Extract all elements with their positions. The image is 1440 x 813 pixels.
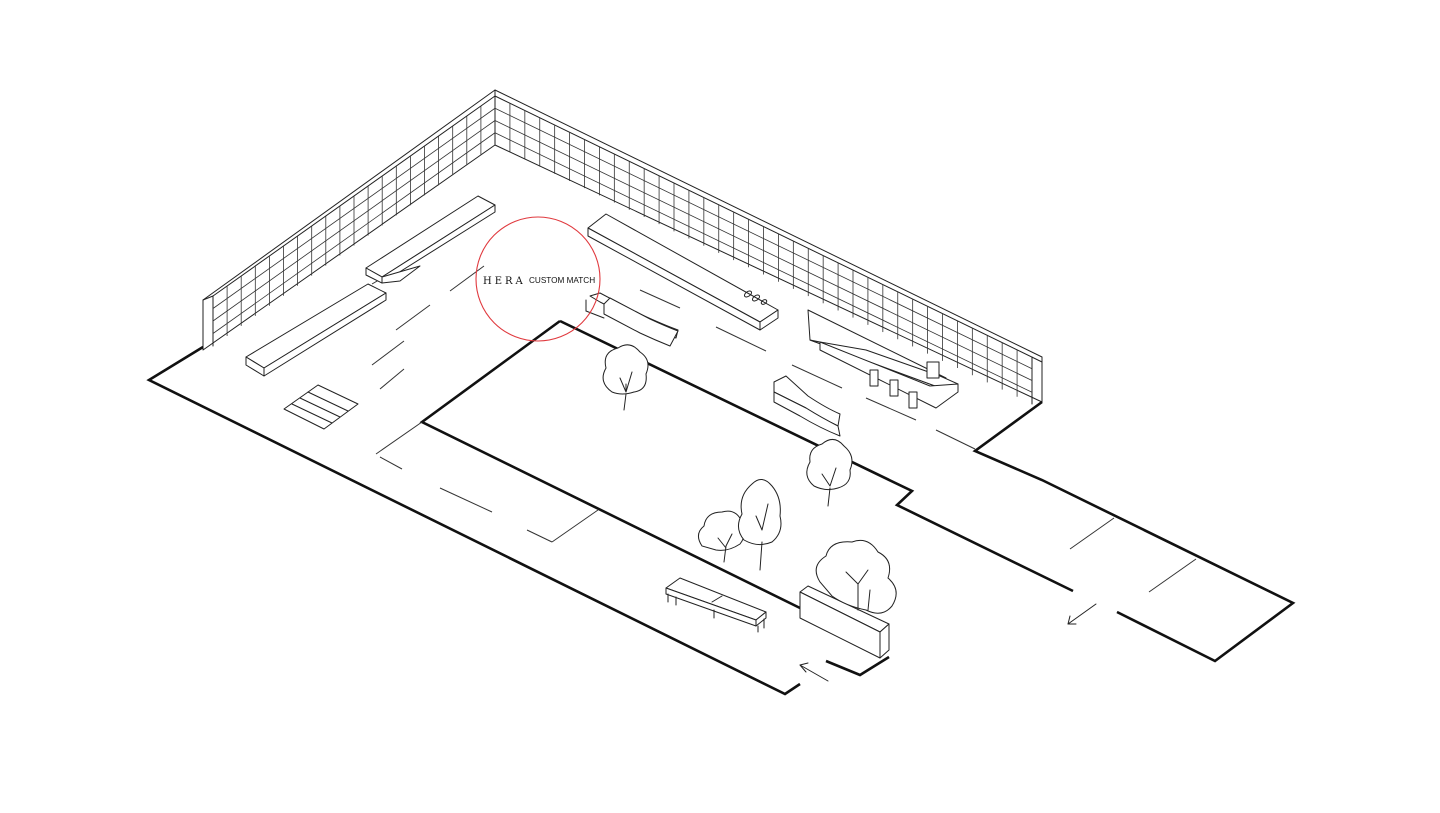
aisle-markings xyxy=(371,262,1197,593)
tree-icon xyxy=(602,344,649,411)
mirror-counter xyxy=(807,309,959,409)
planter-box xyxy=(799,585,890,659)
highlight-zone: HERA CUSTOM MATCH xyxy=(475,216,601,342)
tree-icon xyxy=(815,539,897,614)
display-table-left-lower xyxy=(245,283,387,377)
entrance-arrow-icon xyxy=(799,662,829,682)
curved-counter-center xyxy=(585,292,679,347)
entrance-arrow-icon xyxy=(1067,603,1097,625)
curved-counter-right xyxy=(773,375,841,437)
highlight-circle xyxy=(475,216,601,342)
back-walls xyxy=(202,89,1043,405)
mirror-stands xyxy=(869,361,940,409)
product-bottles xyxy=(743,290,768,305)
tree-icon xyxy=(738,479,782,571)
display-counter-back xyxy=(587,213,779,331)
brand-name: HERA xyxy=(483,276,526,287)
floor-outline xyxy=(146,319,1296,696)
tree-icon xyxy=(698,510,746,563)
display-table-left-upper xyxy=(365,195,496,284)
stairs xyxy=(283,384,359,430)
bench-icon xyxy=(665,577,767,633)
brand-subtitle: CUSTOM MATCH xyxy=(529,276,595,285)
tree-icon xyxy=(806,439,853,507)
